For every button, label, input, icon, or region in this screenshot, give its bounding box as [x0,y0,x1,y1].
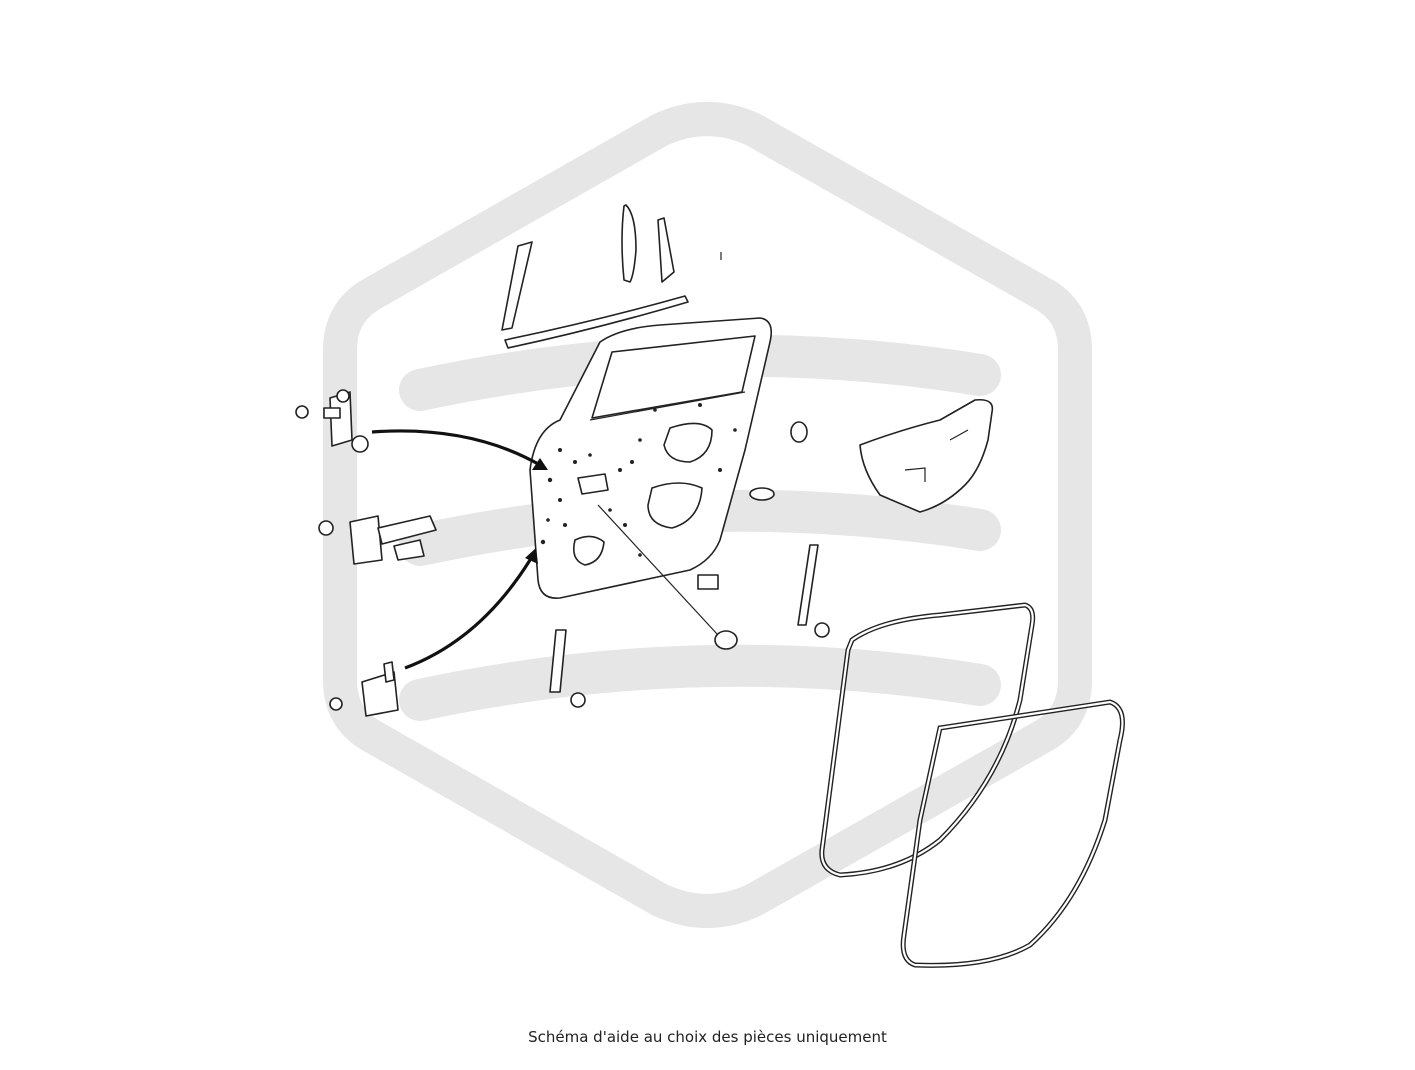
diagram-caption: Schéma d'aide au choix des pièces unique… [528,1028,887,1046]
lower-hinge [329,661,399,717]
door-weatherstrip-inner [900,699,1125,968]
grommets [697,421,808,590]
plug-leader [597,504,738,650]
door-inner-panel [529,317,773,599]
door-weatherstrip-outer [819,602,1036,878]
lower-channel [549,629,586,708]
water-shield [859,398,994,513]
hinge-arrows [371,429,548,670]
window-regulator-rail [797,544,830,638]
glass-guide-strips [501,204,722,349]
check-strap [318,515,437,565]
upper-hinge [295,389,369,453]
